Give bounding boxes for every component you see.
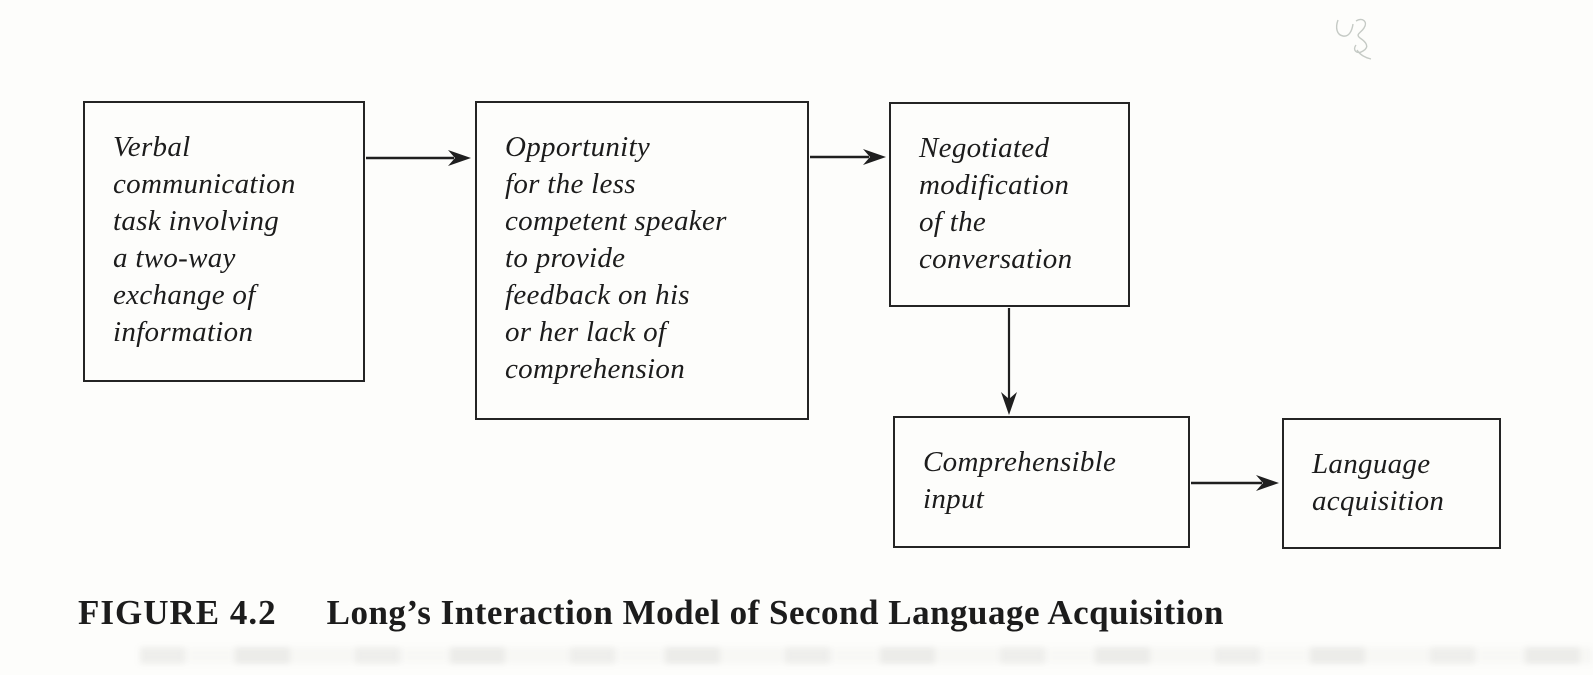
box-text-line: to provide: [505, 242, 626, 274]
box-opportunity-for-feedback-text: Opportunity for the less competent speak…: [477, 103, 807, 388]
box-text-line: exchange of: [113, 279, 256, 311]
box-comprehensible-input-text: Comprehensible input: [895, 418, 1188, 518]
box-comprehensible-input: Comprehensible input: [893, 416, 1190, 548]
box-language-acquisition-text: Language acquisition: [1284, 420, 1499, 520]
box-text-line: a two-way: [113, 242, 236, 274]
box-text-line: of the: [919, 206, 987, 238]
box-negotiated-modification: Negotiated modification of the conversat…: [889, 102, 1130, 307]
arrow-task-to-opportunity: [366, 150, 471, 166]
scan-artifact-band: [140, 647, 1593, 664]
box-negotiated-modification-text: Negotiated modification of the conversat…: [891, 104, 1128, 278]
box-text-line: Comprehensible: [923, 446, 1117, 478]
box-text-line: comprehension: [505, 353, 686, 385]
box-text-line: information: [113, 316, 254, 348]
box-text-line: Language: [1312, 448, 1431, 480]
box-text-line: input: [923, 483, 985, 515]
box-text-line: acquisition: [1312, 485, 1445, 517]
box-opportunity-for-feedback: Opportunity for the less competent speak…: [475, 101, 809, 420]
box-verbal-communication-task: Verbal communication task involving a tw…: [83, 101, 365, 382]
arrow-opportunity-to-negotiated: [810, 149, 886, 165]
figure-caption-label: FIGURE 4.2: [78, 593, 277, 632]
box-text-line: communication: [113, 168, 296, 200]
box-language-acquisition: Language acquisition: [1282, 418, 1501, 549]
box-text-line: modification: [919, 169, 1070, 201]
box-text-line: for the less: [505, 168, 636, 200]
figure-caption-title: Long’s Interaction Model of Second Langu…: [326, 593, 1225, 632]
box-verbal-communication-task-text: Verbal communication task involving a tw…: [85, 103, 363, 351]
box-text-line: feedback on his: [505, 279, 690, 311]
box-text-line: conversation: [919, 243, 1073, 275]
arrow-input-to-acquisition: [1191, 475, 1279, 491]
pencil-mark: [1335, 18, 1372, 60]
box-text-line: Opportunity: [505, 131, 651, 163]
box-text-line: competent speaker: [505, 205, 727, 237]
box-text-line: Verbal: [113, 131, 191, 163]
box-text-line: or her lack of: [505, 316, 667, 348]
box-text-line: Negotiated: [919, 132, 1050, 164]
figure-caption: FIGURE 4.2 Long’s Interaction Model of Se…: [78, 592, 1224, 634]
arrow-negotiated-to-input: [1001, 308, 1017, 415]
box-text-line: task involving: [113, 205, 280, 237]
